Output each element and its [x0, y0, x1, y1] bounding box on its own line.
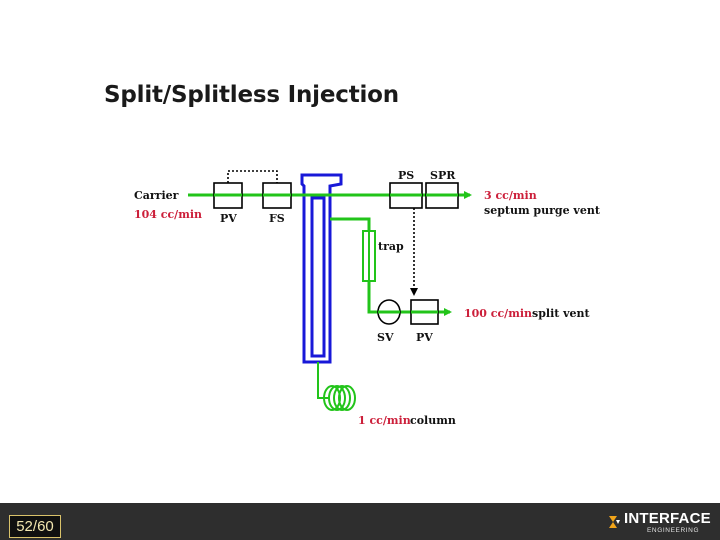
injector-body: [300, 173, 343, 364]
pv2-label: PV: [416, 331, 433, 344]
column-flow: 1 cc/min: [358, 414, 411, 427]
brand-logo: INTERFACE ENGINEERING: [607, 509, 711, 535]
footer-bar: 52/60 INTERFACE ENGINEERING: [0, 503, 720, 540]
ps-label: PS: [398, 169, 414, 182]
column-coil: [317, 362, 356, 411]
brand-subtitle: ENGINEERING: [647, 527, 700, 534]
pv-label: PV: [220, 212, 237, 225]
spr-label: SPR: [430, 169, 456, 182]
trap-label: trap: [378, 240, 404, 253]
split-label: split vent: [532, 307, 591, 320]
split-splitless-diagram: Carrier 104 cc/min PV FS PS SPR 3 cc/min…: [134, 169, 601, 427]
pv-fs-control-link: [227, 170, 278, 183]
carrier-label: Carrier: [134, 189, 179, 202]
purge-label: septum purge vent: [484, 204, 601, 217]
brand-name: INTERFACE: [624, 510, 711, 527]
split-line: [330, 217, 452, 316]
carrier-flow: 104 cc/min: [134, 208, 202, 221]
sv-label: SV: [377, 331, 394, 344]
slide-title: Split/Splitless Injection: [104, 82, 399, 108]
brand-mark-icon: [609, 516, 620, 528]
split-flow: 100 cc/min: [464, 307, 532, 320]
fs-label: FS: [269, 212, 285, 225]
purge-flow: 3 cc/min: [484, 189, 537, 202]
page-number: 52/60: [9, 515, 61, 538]
column-label: column: [410, 414, 456, 427]
